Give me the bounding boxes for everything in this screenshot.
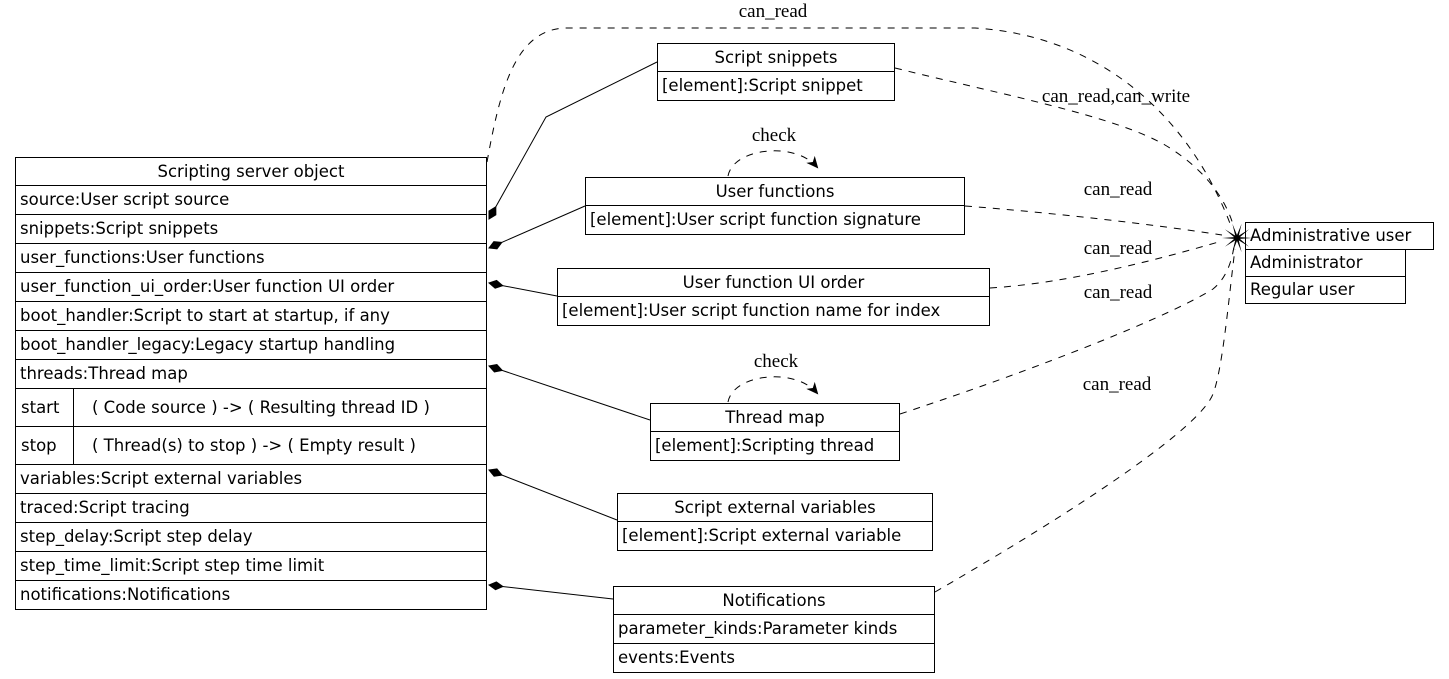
attribute-row: user_function_ui_order:User function UI … [16,272,486,301]
attribute-row: threads:Thread map [16,359,486,388]
node-title: Thread map [725,408,825,427]
edge-label-can-read: can_read [1083,282,1153,303]
node-title: User functions [715,182,835,201]
edge-label-can-read: can_read [1082,374,1152,395]
attribute-row: [element]:Script external variable [618,521,932,550]
node-script-external-variables: Script external variables [element]:Scri… [617,493,933,551]
attribute-row: parameter_kinds:Parameter kinds [614,614,934,643]
attribute-row: step_time_limit:Script step time limit [16,551,486,580]
admin-user-row: Regular user [1245,276,1406,304]
edge-variables-aggregation [488,468,618,521]
edge-user-functions-aggregation [488,205,586,250]
edge-user-functions-can-read [964,205,1223,236]
node-administrative-user-title: Administrative user [1245,222,1434,250]
method-row: stop ( Thread(s) to stop ) -> ( Empty re… [16,426,486,464]
edge-label-can-read: can_read [1083,238,1153,259]
attribute-row: step_delay:Script step delay [16,522,486,551]
node-user-functions: User functions [element]:User script fun… [585,177,965,235]
node-user-function-ui-order: User function UI order [element]:User sc… [557,268,990,326]
edge-ui-order-aggregation [488,279,558,297]
edge-label-can-read-write: can_read,can_write [1041,86,1191,107]
edge-user-functions-check-loop [727,150,819,177]
attribute-row: boot_handler_legacy:Legacy startup handl… [16,330,486,359]
attribute-row: [element]:User script function name for … [558,296,989,325]
attribute-row: user_functions:User functions [16,243,486,272]
attribute-row: source:User script source [16,185,486,214]
attribute-row: [element]:Script snippet [658,71,894,100]
attribute-row: snippets:Script snippets [16,214,486,243]
node-thread-map: Thread map [element]:Scripting thread [650,403,900,461]
node-title: Script external variables [674,498,876,517]
method-signature: ( Thread(s) to stop ) -> ( Empty result … [92,436,416,455]
node-title: User function UI order [682,273,865,292]
edge-thread-map-check-loop [727,376,819,403]
method-signature: ( Code source ) -> ( Resulting thread ID… [92,398,430,417]
node-scripting-server-object: Scripting server object source:User scri… [15,157,487,610]
node-title: Notifications [722,591,826,610]
edge-label-can-read-top: can_read [738,1,808,22]
method-name: stop [16,427,74,464]
edge-label-can-read: can_read [1083,179,1153,200]
attribute-row: traced:Script tracing [16,493,486,522]
attribute-row: notifications:Notifications [16,580,486,609]
attribute-row: boot_handler:Script to start at startup,… [16,301,486,330]
node-title: Scripting server object [157,162,345,181]
attribute-row: events:Events [614,643,934,672]
attribute-row: [element]:Scripting thread [651,431,899,460]
method-row: start ( Code source ) -> ( Resulting thr… [16,388,486,426]
edge-label-check: check [751,125,797,146]
edge-label-check: check [753,351,799,372]
attribute-row: [element]:User script function signature [586,205,964,234]
admin-user-row: Administrator [1245,249,1406,277]
method-name: start [16,389,74,426]
edge-threads-aggregation [488,363,651,421]
node-script-snippets: Script snippets [element]:Script snippet [657,43,895,101]
node-notifications: Notifications parameter_kinds:Parameter … [613,586,935,673]
attribute-row: variables:Script external variables [16,464,486,493]
edge-notifications-aggregation [488,581,614,600]
node-title: Script snippets [714,48,838,67]
